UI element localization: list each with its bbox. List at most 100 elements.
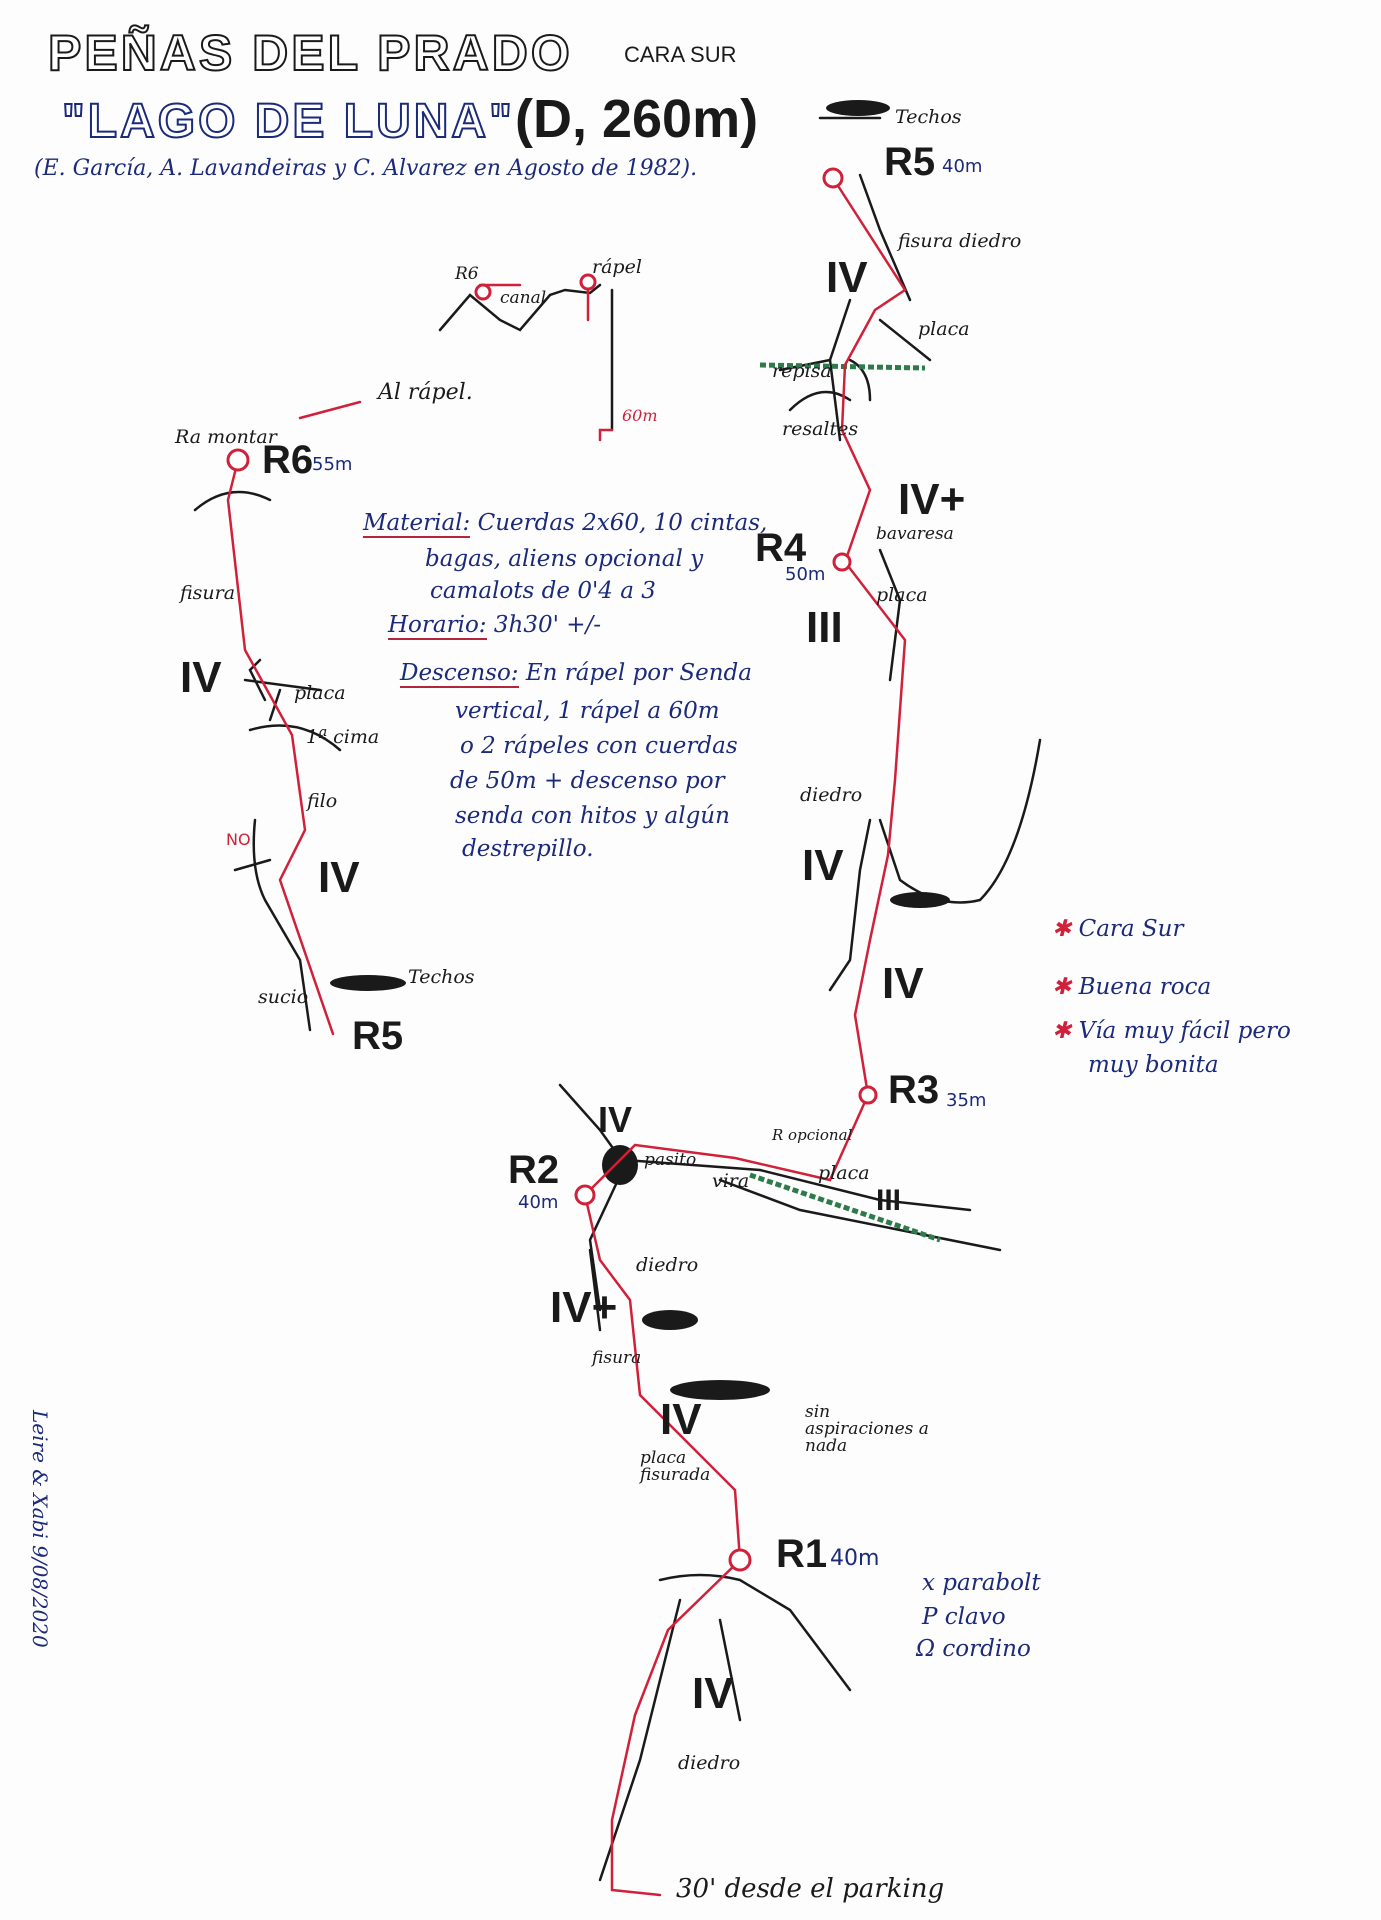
descenso-info: Descenso: En rápel por Senda	[400, 660, 752, 688]
descent-r6-label: R6	[455, 264, 479, 284]
sin-aspiraciones-label: sin aspiraciones a nada	[805, 1402, 929, 1456]
left-r6-length: 55m	[312, 454, 353, 475]
key-clavo: P clavo	[922, 1604, 1006, 1630]
grade-iii-vira: III	[876, 1184, 902, 1217]
fisura-label: fisura	[592, 1348, 642, 1368]
horario-info: Horario: 3h30' +/-	[388, 612, 601, 640]
grade-iv-plus-2: IV+	[550, 1283, 618, 1332]
r1-length: 40m	[830, 1546, 880, 1571]
left-no-label: NO	[226, 830, 251, 849]
left-r5-label: R5	[352, 1014, 404, 1058]
descenso-line-2: vertical, 1 rápel a 60m	[455, 698, 720, 724]
grade-iv-c: IV	[660, 1395, 702, 1444]
left-cima-label: 1ª cima	[306, 726, 380, 748]
descenso-line-3: o 2 rápeles con cuerdas	[460, 733, 738, 759]
belay-r3	[858, 1085, 878, 1105]
roof-marks	[330, 100, 950, 1400]
route-lines	[226, 176, 907, 1897]
material-line-2: bagas, aliens opcional y	[425, 546, 704, 572]
diedro-label: diedro	[800, 784, 863, 806]
r5-label: R5	[884, 140, 936, 184]
roof-diedro-r2	[642, 1310, 698, 1330]
left-placa-label: placa	[294, 682, 346, 704]
descent-red-mark	[598, 428, 614, 442]
diedro-base-label: diedro	[678, 1752, 741, 1774]
left-sucio-label: sucio	[258, 986, 309, 1008]
belay-r6-descent	[474, 283, 492, 301]
ra-montar-label: Ra montar	[175, 426, 277, 448]
left-filo-label: filo	[307, 790, 338, 812]
asterisk-icon: ✱	[1052, 1018, 1079, 1044]
descenso-line-1: En rápel por Senda	[525, 660, 752, 686]
r2-length: 40m	[518, 1192, 559, 1213]
grade-r4-r5: IV	[826, 253, 868, 302]
descenso-line-5: senda con hitos y algún	[455, 803, 730, 829]
belay-r1	[728, 1548, 752, 1572]
vegetation-ledge	[759, 362, 926, 371]
approach-arrow	[610, 1888, 662, 1897]
roof-diedro	[890, 892, 950, 908]
belay-rapel	[579, 273, 597, 291]
diedro-r2-label: diedro	[636, 1254, 699, 1276]
left-grade-2: IV	[318, 853, 360, 902]
grade-iii: III	[806, 603, 843, 652]
main-route-line	[583, 176, 907, 1892]
descenso-line-4: de 50m + descenso por	[450, 768, 725, 794]
belay-r2	[574, 1184, 596, 1206]
note-2: ✱ Buena roca	[1052, 976, 1211, 999]
note-3: ✱ Vía muy fácil pero	[1052, 1020, 1291, 1043]
asterisk-icon: ✱	[1052, 974, 1079, 1000]
left-grade-1: IV	[180, 653, 222, 702]
grade-iv-d: IV	[692, 1669, 734, 1718]
placa-top-label: placa	[918, 318, 970, 340]
r4-length: 50m	[785, 564, 826, 585]
note-1: ✱ Cara Sur	[1052, 918, 1184, 941]
placa-fisurada-label: placa fisurada	[640, 1448, 711, 1485]
r5-length: 40m	[942, 156, 983, 177]
material-label: Material:	[363, 510, 471, 538]
note-text: Buena roca	[1078, 974, 1212, 1000]
belay-r6-left	[226, 448, 250, 472]
belay-r5	[822, 167, 844, 189]
descent-rapel-label: rápel	[592, 256, 642, 278]
horario-label: Horario:	[388, 612, 487, 640]
roof-r2	[602, 1145, 638, 1185]
bavaresa-label: bavaresa	[876, 524, 954, 544]
note-4: muy bonita	[1088, 1052, 1219, 1078]
grade-iv-a: IV	[802, 841, 844, 890]
left-techos-label: Techos	[408, 966, 475, 988]
vegetation-ledge-vira	[749, 1172, 941, 1243]
techos-label: Techos	[895, 106, 962, 128]
r4-label: R4	[755, 526, 807, 570]
descent-ridge-line	[438, 283, 602, 332]
fisura-diedro-label: fisura diedro	[898, 230, 1022, 252]
route-name: "LAGO DE LUNA"	[61, 95, 515, 148]
descent-canal-label: canal	[500, 288, 547, 308]
grade-iv-pasito: IV	[598, 1099, 633, 1140]
r3-length: 35m	[946, 1090, 987, 1111]
placa-r4-label: placa	[876, 584, 928, 606]
left-fisura-label: fisura	[180, 582, 236, 604]
material-line-1: Cuerdas 2x60, 10 cintas,	[477, 510, 768, 536]
r-opcional-label: R opcional	[772, 1126, 853, 1144]
grade-iv-plus: IV+	[898, 475, 966, 524]
resaltes-label: resaltes	[782, 418, 859, 440]
approach-label: 30' desde el parking	[676, 1874, 945, 1904]
r1-label: R1	[776, 1532, 828, 1576]
repisa-label: repisa	[772, 360, 832, 382]
descent-length: 60m	[622, 406, 658, 425]
route-authors: (E. García, A. Lavandeiras y C. Alvarez …	[34, 156, 698, 181]
left-route-line	[226, 458, 335, 1036]
descenso-line-6: destrepillo.	[462, 836, 594, 862]
belay-stations	[226, 167, 878, 1572]
route-grade-length: (D, 260m)	[515, 89, 759, 149]
key-parabolt: x parabolt	[922, 1570, 1041, 1596]
descenso-label: Descenso:	[400, 660, 519, 688]
roof-left	[330, 975, 406, 991]
al-rapel-label: Al rápel.	[378, 380, 473, 405]
roof-mid	[670, 1380, 770, 1400]
note-text: Vía muy fácil pero	[1078, 1018, 1291, 1044]
al-rapel-arrow	[298, 400, 362, 420]
